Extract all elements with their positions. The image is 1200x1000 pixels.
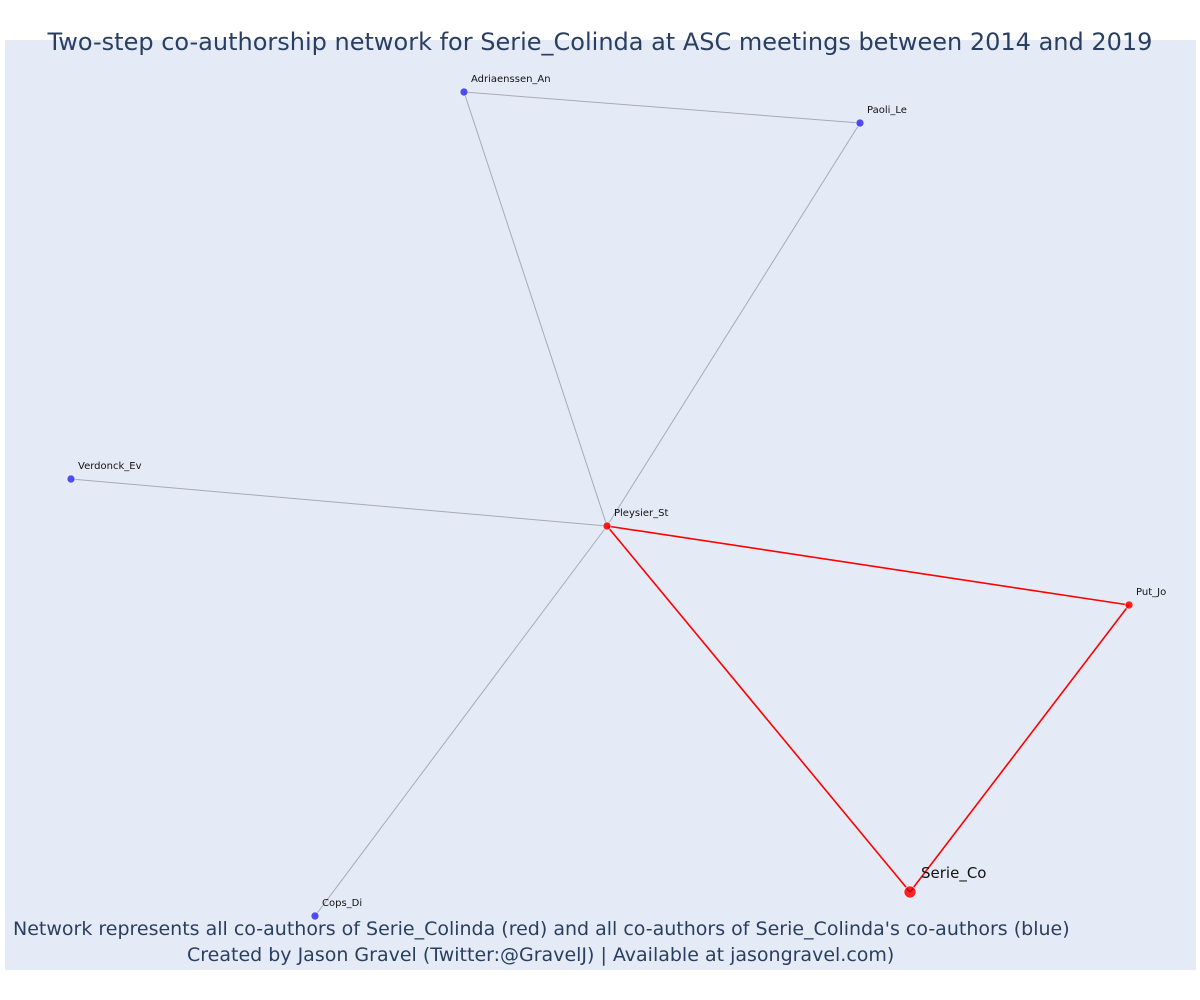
edge-Pleysier_St-Paoli_Le	[606, 122, 861, 527]
node-Pleysier_St[interactable]	[602, 521, 612, 531]
chart-title: Two-step co-authorship network for Serie…	[47, 28, 1153, 56]
node-Put_Jo[interactable]	[1124, 600, 1134, 610]
edge-Adriaenssen_An-Paoli_Le	[463, 91, 861, 124]
edge-Serie_Co-Pleysier_St	[606, 525, 911, 893]
edges-layer	[70, 91, 1130, 917]
node-label-Adriaenssen_An: Adriaenssen_An	[471, 74, 551, 85]
focal-node-marker	[906, 888, 914, 893]
node-label-Paoli_Le: Paoli_Le	[867, 105, 907, 116]
node-Cops_Di[interactable]	[310, 911, 320, 921]
edge-Pleysier_St-Adriaenssen_An	[463, 91, 608, 527]
node-Verdonck_Ev[interactable]	[66, 474, 76, 484]
node-label-Serie_Co: Serie_Co	[921, 864, 986, 883]
node-Paoli_Le[interactable]	[855, 118, 865, 128]
edge-Serie_Co-Put_Jo	[909, 604, 1130, 893]
node-label-Pleysier_St: Pleysier_St	[614, 508, 668, 519]
node-label-Put_Jo: Put_Jo	[1136, 587, 1166, 598]
edge-Pleysier_St-Cops_Di	[314, 525, 608, 917]
footer-caption: Network represents all co-authors of Ser…	[13, 918, 1070, 940]
node-Adriaenssen_An[interactable]	[459, 87, 469, 97]
nodes-layer	[66, 87, 1134, 921]
node-label-Cops_Di: Cops_Di	[322, 898, 362, 909]
node-label-Verdonck_Ev: Verdonck_Ev	[78, 461, 142, 472]
edge-Pleysier_St-Verdonck_Ev	[70, 478, 608, 527]
edge-Pleysier_St-Put_Jo	[606, 525, 1130, 606]
footer-credit: Created by Jason Gravel (Twitter:@Gravel…	[187, 944, 895, 966]
